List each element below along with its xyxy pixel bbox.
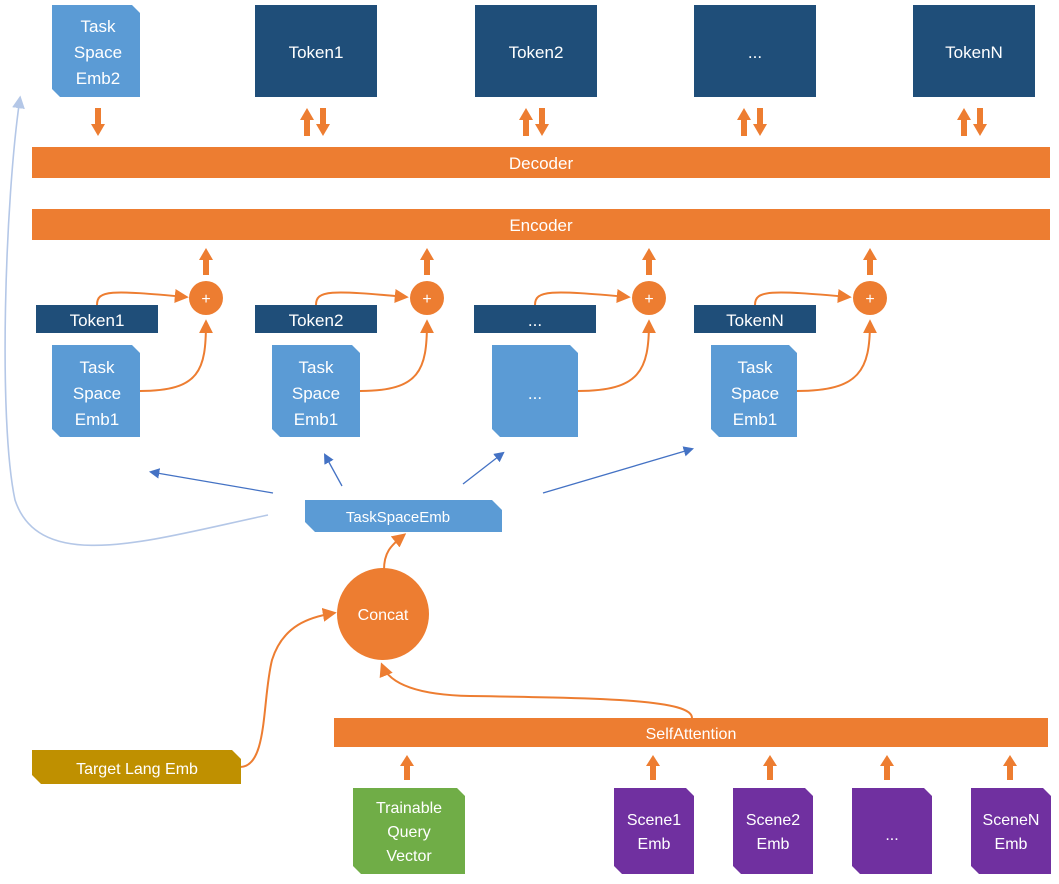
input-token-ellipsis-box: ... xyxy=(474,305,596,333)
output-token-2-label: Token2 xyxy=(509,43,564,62)
output-token-ellipsis-label: ... xyxy=(748,43,762,62)
scene-emb-ellipsis-box: ... xyxy=(852,788,932,874)
task-space-emb1-1-line1: Task xyxy=(80,358,115,377)
add-node-4: + xyxy=(853,281,887,315)
scene-emb-2-line2: Emb xyxy=(757,836,790,853)
input-token-1-box: Token1 xyxy=(36,305,158,333)
add-node-2-symbol: + xyxy=(422,291,431,308)
self-attention-input-arrows xyxy=(400,755,1017,780)
target-lang-emb-box: Target Lang Emb xyxy=(32,750,241,784)
task-space-emb2-line3: Emb2 xyxy=(76,69,120,88)
distribution-arrows xyxy=(148,446,694,494)
scene-emb-n-box: SceneN Emb xyxy=(971,788,1051,874)
input-token-2-box: Token2 xyxy=(255,305,377,333)
add-node-1: + xyxy=(189,281,223,315)
input-token-2-label: Token2 xyxy=(289,311,344,330)
decoder-io-arrows xyxy=(91,108,987,136)
task-space-emb2-line1: Task xyxy=(81,17,116,36)
self-attention-label: SelfAttention xyxy=(646,726,737,743)
concat-label: Concat xyxy=(358,607,409,624)
selfattention-to-concat-curve xyxy=(379,662,693,719)
output-token-n-label: TokenN xyxy=(945,43,1003,62)
task-space-emb1-box-ellipsis: ... xyxy=(492,345,578,437)
task-space-emb2-box: Task Space Emb2 xyxy=(52,5,140,97)
decoder-label: Decoder xyxy=(509,154,574,173)
output-token-n-box: TokenN xyxy=(913,5,1035,97)
task-space-emb1-box-1: Task Space Emb1 xyxy=(52,345,140,437)
task-space-emb1-n-line3: Emb1 xyxy=(733,410,777,429)
target-lang-emb-label: Target Lang Emb xyxy=(76,761,198,778)
task-space-emb1-1-line2: Space xyxy=(73,384,121,403)
task-space-emb1-2-line1: Task xyxy=(299,358,334,377)
task-space-emb-label: TaskSpaceEmb xyxy=(346,509,450,526)
task-space-emb1-box-2: Task Space Emb1 xyxy=(272,345,360,437)
add-node-3-symbol: + xyxy=(644,291,653,308)
encoder-input-arrows xyxy=(199,248,877,275)
task-space-emb1-1-line3: Emb1 xyxy=(75,410,119,429)
scene-emb-n-line1: SceneN xyxy=(983,812,1040,829)
encoder-bar: Encoder xyxy=(32,209,1050,240)
encoder-label: Encoder xyxy=(509,216,573,235)
task-space-emb1-2-line3: Emb1 xyxy=(294,410,338,429)
input-token-n-label: TokenN xyxy=(726,311,784,330)
scene-emb-1-line2: Emb xyxy=(638,836,671,853)
add-connectors xyxy=(96,289,877,392)
output-token-1-label: Token1 xyxy=(289,43,344,62)
add-node-4-symbol: + xyxy=(865,291,874,308)
query-vector-line3: Vector xyxy=(386,848,432,865)
scene-emb-2-line1: Scene2 xyxy=(746,812,800,829)
task-space-emb1-2-line2: Space xyxy=(292,384,340,403)
concat-to-taskspaceemb-arrow xyxy=(383,533,407,571)
query-vector-line2: Query xyxy=(387,824,431,841)
scene-emb-1-box: Scene1 Emb xyxy=(614,788,694,874)
input-token-ellipsis-label: ... xyxy=(528,311,542,330)
decoder-bar: Decoder xyxy=(32,147,1050,178)
scene-emb-n-line2: Emb xyxy=(995,836,1028,853)
task-space-emb1-n-line2: Space xyxy=(731,384,779,403)
task-space-emb-box: TaskSpaceEmb xyxy=(305,500,502,532)
scene-emb-ellipsis-label: ... xyxy=(885,827,898,844)
task-space-emb1-n-line1: Task xyxy=(738,358,773,377)
query-vector-line1: Trainable xyxy=(376,800,442,817)
trainable-query-vector-box: Trainable Query Vector xyxy=(353,788,465,874)
task-space-emb2-line2: Space xyxy=(74,43,122,62)
add-node-2: + xyxy=(410,281,444,315)
target-lang-to-concat-curve xyxy=(239,607,337,768)
output-token-2-box: Token2 xyxy=(475,5,597,97)
emb2-feed-curve xyxy=(4,95,269,547)
add-node-1-symbol: + xyxy=(201,291,210,308)
self-attention-bar: SelfAttention xyxy=(334,718,1048,747)
concat-node: Concat xyxy=(337,568,429,660)
task-space-emb1-box-n: Task Space Emb1 xyxy=(711,345,797,437)
scene-emb-2-box: Scene2 Emb xyxy=(733,788,813,874)
output-token-1-box: Token1 xyxy=(255,5,377,97)
task-space-emb1-ellipsis-label: ... xyxy=(528,384,542,403)
output-token-ellipsis-box: ... xyxy=(694,5,816,97)
add-node-3: + xyxy=(632,281,666,315)
scene-emb-1-line1: Scene1 xyxy=(627,812,681,829)
input-token-1-label: Token1 xyxy=(70,311,125,330)
input-token-n-box: TokenN xyxy=(694,305,816,333)
